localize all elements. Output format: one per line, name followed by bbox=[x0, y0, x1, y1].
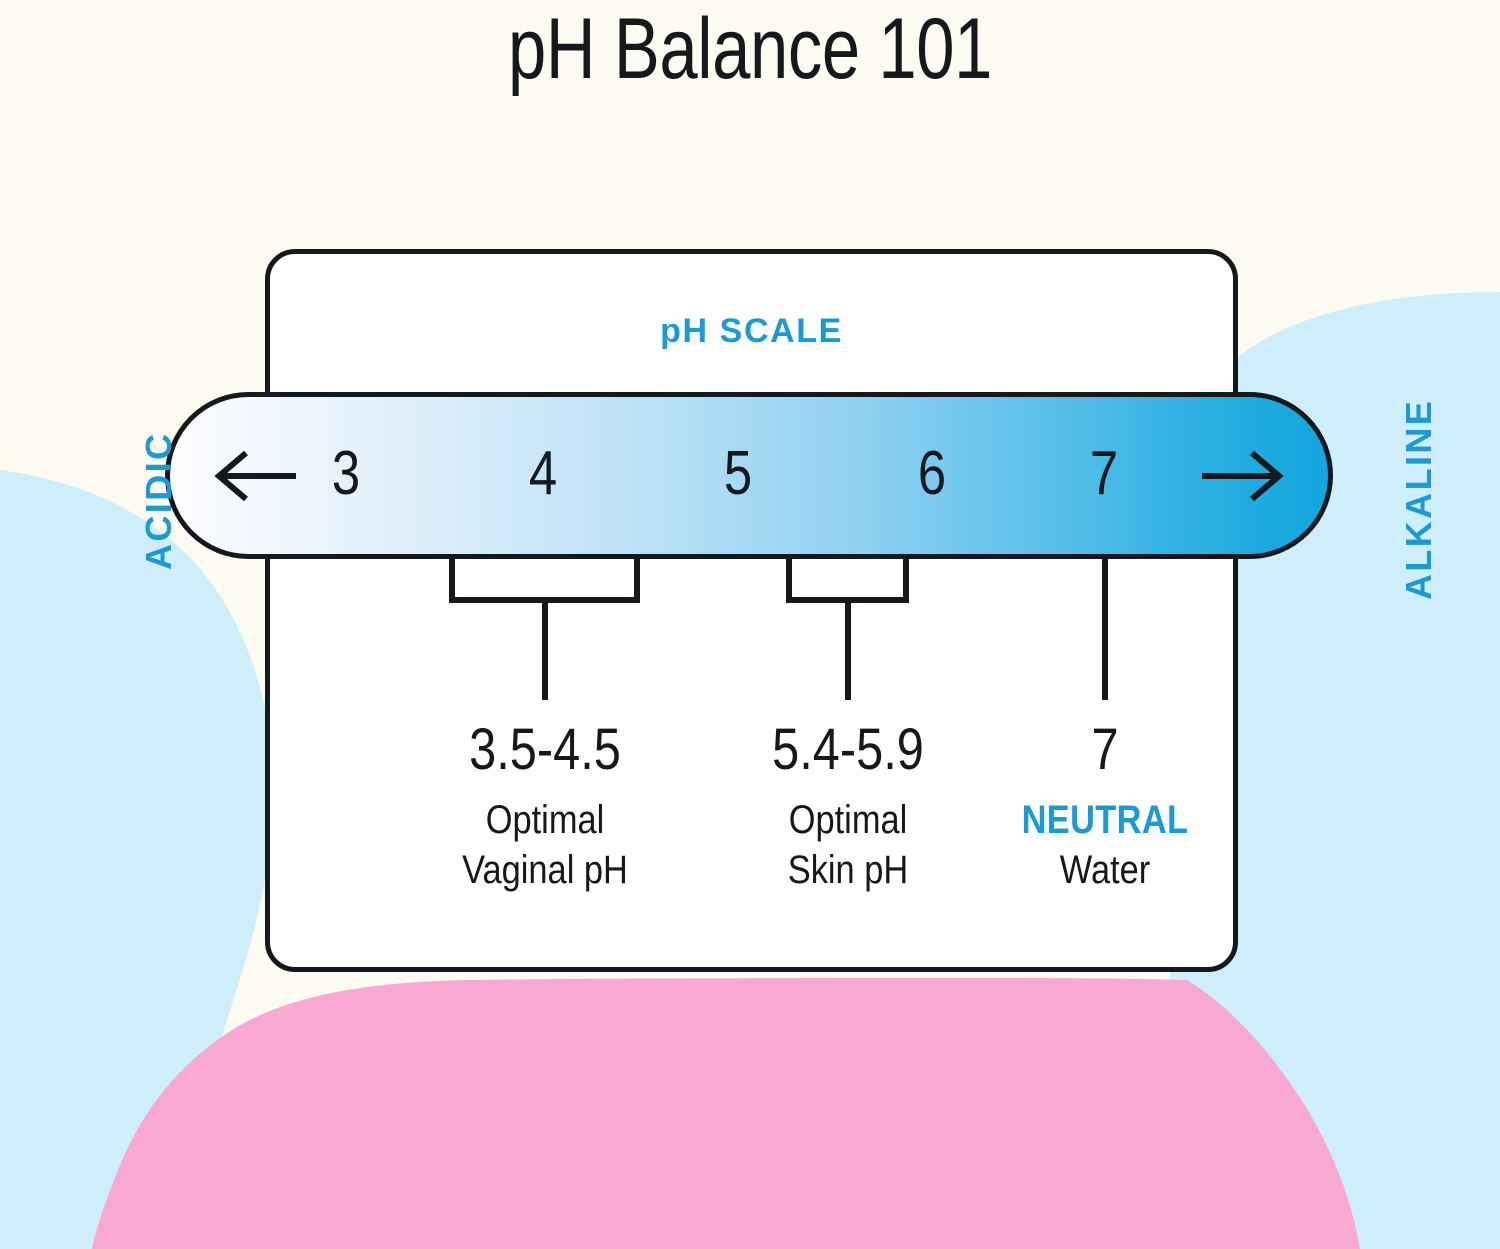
ph-scale-card bbox=[265, 249, 1238, 972]
ph-scale-heading: pH SCALE bbox=[660, 312, 843, 350]
marker-desc-skin-line2: Skin pH bbox=[787, 848, 909, 893]
marker-label-vaginal: 3.5-4.5 Optimal Vaginal pH bbox=[335, 717, 755, 896]
marker-desc-neutral-line2: Water bbox=[1059, 848, 1151, 893]
marker-range-neutral: 7 bbox=[1091, 717, 1119, 782]
marker-range-skin: 5.4-5.9 bbox=[772, 717, 924, 782]
marker-desc-vaginal-line1: Optimal bbox=[485, 797, 605, 842]
ph-tick-6: 6 bbox=[917, 439, 947, 508]
marker-range-vaginal: 3.5-4.5 bbox=[469, 717, 621, 782]
ph-tick-7: 7 bbox=[1089, 439, 1119, 508]
marker-label-neutral: 7 NEUTRAL Water bbox=[895, 717, 1315, 896]
acidic-label: ACIDIC bbox=[138, 431, 179, 570]
pink-blob bbox=[92, 978, 1360, 1249]
marker-desc-skin-line1: Optimal bbox=[788, 797, 908, 842]
ph-tick-5: 5 bbox=[723, 439, 753, 508]
ph-tick-3: 3 bbox=[331, 439, 361, 508]
page-title: pH Balance 101 bbox=[508, 1, 992, 97]
ph-tick-4: 4 bbox=[528, 439, 558, 508]
arrow-right-icon bbox=[1202, 450, 1284, 501]
marker-label-skin: 5.4-5.9 Optimal Skin pH bbox=[638, 717, 1058, 896]
alkaline-label: ALKALINE bbox=[1398, 398, 1439, 600]
marker-desc-neutral-line1: NEUTRAL bbox=[1021, 797, 1189, 842]
arrow-left-icon bbox=[214, 450, 296, 501]
marker-desc-vaginal-line2: Vaginal pH bbox=[462, 848, 628, 893]
ph-gradient-bar bbox=[165, 392, 1333, 559]
